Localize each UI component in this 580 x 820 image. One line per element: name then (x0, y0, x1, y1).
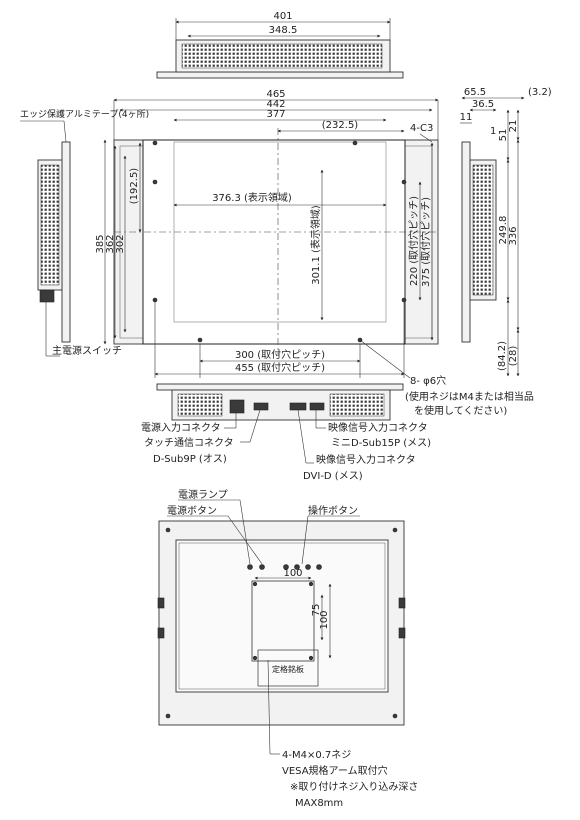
dim-display-width: 376.3 (表示領域) (212, 191, 292, 204)
dsub9-connector-icon (253, 402, 269, 411)
dvi-connector-icon (289, 402, 307, 411)
power-connector-label: 電源入力コネクタ (141, 421, 221, 434)
label-plate: 定格銘板 (272, 664, 304, 674)
video-in-2-label: 映像信号入力コネクタ (316, 453, 416, 466)
right-side-view: 65.5 (3.2) 36.5 11 1 51 21 249.8 336 (84… (460, 87, 552, 377)
dim-65-5: 65.5 (464, 87, 486, 98)
hole-note-2: を使用してください) (414, 404, 507, 417)
dim-100-v: 100 (319, 610, 330, 629)
dim-442: 442 (266, 99, 285, 110)
dim-220: 220 (取付穴ピッチ) (407, 196, 420, 286)
dim-3-2: (3.2) (528, 87, 552, 98)
dim-300: 300 (取付穴ピッチ) (235, 348, 325, 361)
operation-buttons-label: 操作ボタン (308, 504, 358, 517)
dim-51: 51 (498, 129, 509, 142)
dim-232-5: (232.5) (322, 120, 359, 131)
rear-housing (175, 539, 389, 693)
vesa-note-1: ※取り付けネジ入り込み深さ (290, 780, 418, 793)
main-power-switch-icon (39, 289, 55, 303)
dim-display-height: 301.1 (表示領域) (309, 205, 322, 285)
dsub15-connector-icon (309, 402, 325, 411)
hole-label: 8- φ6穴 (410, 374, 446, 387)
video-in-1-label: 映像信号入力コネクタ (328, 421, 428, 434)
edge-tape-label: エッジ保護アルミテープ(4ヶ所) (20, 108, 149, 120)
hole-note-1: (使用ネジはM4または相当品 (405, 390, 534, 403)
dim-465: 465 (266, 89, 285, 100)
dim-455: 455 (取付穴ピッチ) (235, 361, 325, 374)
video-in-1-type: ミニD-Sub15P (メス) (331, 438, 431, 449)
dim-302: 302 (115, 234, 126, 253)
power-lamp-label: 電源ランプ (178, 488, 228, 501)
dim-336: 336 (508, 226, 519, 245)
vesa-note-2: MAX8mm (295, 798, 343, 809)
power-button-icon (259, 564, 265, 570)
dim-28: (28) (508, 346, 519, 367)
dim-1: 1 (490, 126, 496, 137)
dim-377: 377 (266, 109, 285, 120)
dim-c3: 4-C3 (410, 123, 433, 134)
top-view-bezel (156, 71, 404, 79)
dim-21: 21 (508, 120, 519, 133)
power-button-label: 電源ボタン (167, 504, 217, 517)
dim-192-5: (192.5) (129, 168, 140, 205)
touch-connector-label: タッチ通信コネクタ (144, 437, 234, 449)
dim-401: 401 (273, 11, 292, 22)
top-view: 401 348.5 (156, 11, 404, 79)
dim-84-2: (84.2) (497, 341, 508, 371)
touch-connector-type: D-Sub9P (オス) (153, 453, 227, 465)
rear-view: 定格銘板 100 75 100 電源ランプ 電源ボタン 操作ボタン 4-M4×0… (157, 488, 418, 809)
dim-11: 11 (460, 112, 473, 123)
power-lamp-icon (247, 564, 253, 570)
dim-249-8: 249.8 (498, 216, 509, 245)
mounting-holes (152, 140, 407, 343)
top-view-vents (181, 43, 383, 69)
main-power-switch-label: 主電源スイッチ (52, 344, 122, 357)
dim-75: 75 (311, 604, 322, 617)
vesa-area (251, 580, 315, 662)
video-in-2-type: DVI-D (メス) (303, 471, 363, 482)
left-side-view: エッジ保護アルミテープ(4ヶ所) 主電源スイッチ (20, 108, 149, 357)
vesa-screw-label: 4-M4×0.7ネジ (282, 749, 351, 761)
front-screen (142, 139, 406, 345)
dim-100-h: 100 (283, 568, 302, 579)
dim-362: 362 (105, 234, 116, 253)
dim-385: 385 (95, 234, 106, 253)
power-connector-icon (229, 399, 245, 414)
dim-348-5: 348.5 (269, 25, 298, 36)
vesa-label: VESA規格アーム取付穴 (282, 764, 388, 777)
dim-36-5: 36.5 (472, 99, 494, 110)
dim-375: 375 (取付穴ピッチ) (419, 197, 432, 287)
bottom-view: 電源入力コネクタ タッチ通信コネクタ D-Sub9P (オス) 映像信号入力コネ… (141, 383, 431, 482)
front-view: 465 442 377 (232.5) 4-C3 376.3 (表示領域) 38… (95, 89, 534, 417)
